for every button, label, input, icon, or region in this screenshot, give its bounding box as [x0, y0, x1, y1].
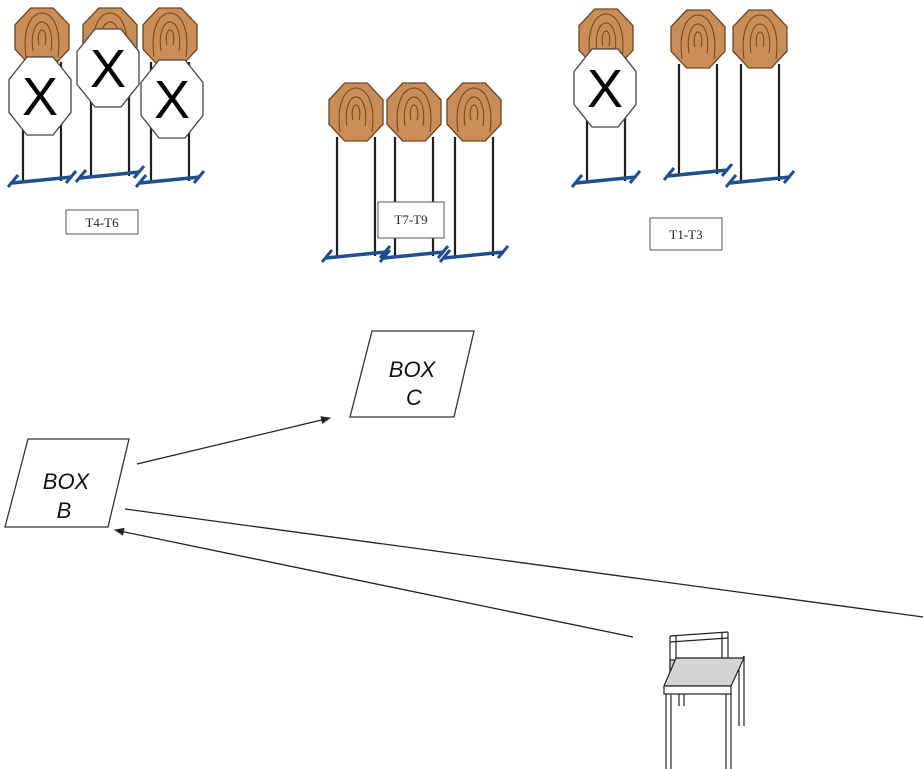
- target-stand: [378, 82, 450, 263]
- steel-plate-icon: [386, 82, 442, 142]
- target-label: T4-T6: [85, 215, 119, 230]
- target-label-box: [65, 209, 139, 235]
- box-label-line1: BOX: [43, 469, 91, 494]
- box-outline: [4, 438, 130, 528]
- shooting-box-b: BOX B: [4, 438, 130, 528]
- box-label-line2: B: [57, 498, 72, 523]
- target-label-box: [377, 201, 445, 239]
- target-stand: [438, 82, 510, 263]
- target-group-t7-t9: T7-T9: [320, 82, 510, 263]
- shooting-box-c: BOX C: [349, 330, 475, 418]
- no-shoot-mark: X: [154, 70, 190, 130]
- steel-plate-icon: [14, 7, 70, 67]
- steel-plate-icon: [328, 82, 384, 142]
- steel-plate-icon: [446, 82, 502, 142]
- no-shoot-icon: X: [140, 59, 204, 139]
- target-label: T7-T9: [394, 212, 427, 227]
- target-stand: [320, 82, 392, 263]
- box-outline: [349, 330, 475, 418]
- steel-plate-icon: [732, 9, 788, 69]
- line-box-b-to-right-edge: [124, 508, 923, 618]
- no-shoot-icon: X: [8, 56, 72, 136]
- arrow-chair-to-box-b: [114, 527, 634, 638]
- no-shoot-mark: X: [90, 39, 126, 99]
- box-label-line1: BOX: [389, 357, 437, 382]
- arrow-box-b-to-box-c: [136, 416, 331, 465]
- chair-icon: [663, 631, 745, 769]
- steel-plate-icon: [142, 7, 198, 67]
- target-label-box: [649, 217, 723, 251]
- target-stand: [724, 9, 796, 188]
- target-label: T1-T3: [669, 227, 702, 242]
- no-shoot-mark: X: [22, 67, 58, 127]
- target-group-t1-t3: X T1-T3: [570, 8, 796, 251]
- target-stand: [662, 9, 734, 181]
- steel-plate-icon: [670, 9, 726, 69]
- no-shoot-icon: X: [76, 28, 140, 108]
- box-label-line2: C: [406, 385, 422, 410]
- no-shoot-icon: X: [573, 48, 637, 128]
- no-shoot-mark: X: [587, 59, 623, 119]
